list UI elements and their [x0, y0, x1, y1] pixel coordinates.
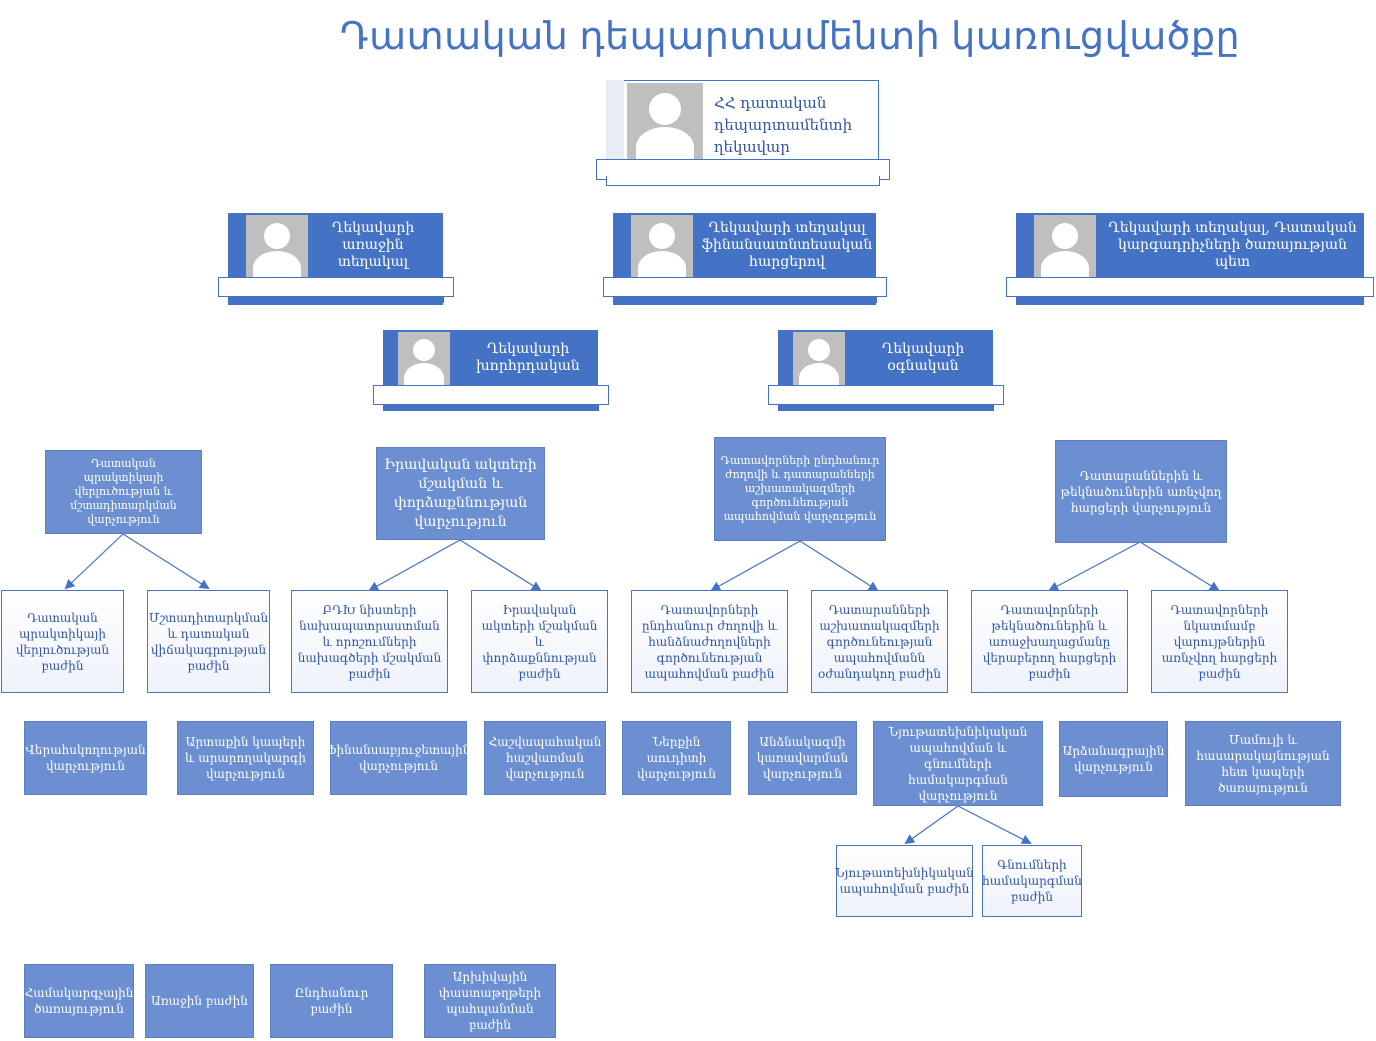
svc-finance: Ֆինանսաբյուջետային վարչություն	[327, 721, 470, 795]
unit-general-division: Ընդհանուր բաժին	[270, 964, 393, 1038]
svc-internal-audit: Ներքին աուդիտի վարչություն	[622, 721, 731, 795]
page-title: Դատական դեպարտամենտի կառուցվածքը	[340, 16, 1241, 58]
card-deputy-bailiffs: Ղեկավարի տեղակալ, Դատական կարգադրիչների …	[1006, 213, 1374, 305]
connector-legal-2	[459, 539, 542, 592]
connector-logistics-2	[957, 805, 1032, 844]
connector-practice-1	[64, 533, 124, 590]
svc-accounting: Հաշվապահական հաշվառման վարչություն	[484, 721, 606, 795]
div-candidates: Դատավորների թեկնածուներին և առաջխաղացման…	[971, 590, 1128, 693]
connector-logistics-1	[904, 805, 959, 845]
div-staff-support: Դատարանների աշխատակազմերի գործունեության…	[811, 590, 948, 693]
first-deputy-label: Ղեկավարի առաջին տեղակալ	[331, 219, 415, 270]
deputy-finance-avatar-icon	[631, 215, 693, 278]
connector-courts-2	[1139, 541, 1220, 592]
deputy-bailiffs-avatar-icon	[1034, 215, 1096, 278]
svc-audit: Վերահսկողության վարչություն	[24, 721, 147, 795]
assistant-label: Ղեկավարի օգնական	[881, 341, 965, 374]
svc-records: Արձանագրային վարչություն	[1059, 721, 1168, 797]
deputy-bailiffs-label: Ղեկավարի տեղակալ, Դատական կարգադրիչների …	[1108, 219, 1357, 270]
div-general-assembly: Դատավորների ընդհանուր ժողովի և հանձնաժող…	[631, 590, 788, 693]
svc-external: Արտաքին կապերի և արարողակարգի վարչությու…	[177, 721, 314, 795]
div-draft-decisions: ԲԴԽ նիստերի նախապատրաստման և որոշումների…	[291, 590, 448, 693]
card-first-deputy: Ղեկավարի առաջին տեղակալ	[218, 213, 454, 305]
advisor-label: Ղեկավարի խորհրդական	[476, 341, 580, 374]
div-legal-expertise: Իրավական ակտերի մշակման և փորձաքննության…	[471, 590, 608, 693]
head-label: ՀՀ դատական դեպարտամենտի ղեկավար	[714, 94, 853, 156]
card-head: ՀՀ դատական դեպարտամենտի ղեկավար	[596, 80, 890, 188]
div-status-rights: Դատավորների նկատմամբ վարույթներին առնչվո…	[1151, 590, 1288, 693]
head-avatar-icon	[627, 83, 703, 160]
card-assistant: Ղեկավարի օգնական	[768, 330, 1004, 414]
assistant-avatar-icon	[793, 332, 845, 387]
unit-first-division: Առաջին բաժին	[145, 964, 254, 1038]
card-deputy-finance: Ղեկավարի տեղակալ ֆինանսատնտեսական հարցեր…	[603, 213, 887, 305]
connector-judges-2	[799, 540, 879, 592]
div-procurement: Գնումների համակարգման բաժին	[982, 845, 1082, 917]
div-monitoring-stats: Մշտադիտարկման և դատական վիճակագրության բ…	[147, 590, 270, 693]
connector-courts-1	[1048, 541, 1141, 591]
unit-coordination: Համակարգչային ծառայություն	[24, 964, 134, 1038]
svc-press: Մամուլի և հասարակայնության հետ կապերի ծա…	[1185, 721, 1341, 806]
svc-personnel: Անձնակազմի կառավարման վարչություն	[748, 721, 857, 795]
dept-judges-general: Դատավորների ընդհանուր ժողովի և դատարաննե…	[714, 437, 886, 541]
dept-practice: Դատական պրակտիկայի վերլուծության և մշտադ…	[45, 450, 202, 534]
connector-judges-1	[710, 540, 801, 591]
card-advisor: Ղեկավարի խորհրդական	[373, 330, 609, 414]
div-material: Նյութատեխնիկական ապահովման բաժին	[835, 845, 974, 917]
deputy-finance-label: Ղեկավարի տեղակալ ֆինանսատնտեսական հարցեր…	[701, 219, 873, 270]
connector-legal-1	[368, 539, 461, 591]
div-practice-analysis: Դատական պրակտիկայի վերլուծության բաժին	[1, 590, 124, 693]
svc-logistics: Նյութատեխնիկական ապահովման և գնումների հ…	[873, 721, 1043, 806]
connector-practice-2	[122, 533, 210, 590]
dept-courts-candidates: Դատարաններին և թեկնածուներին առնչվող հար…	[1055, 440, 1227, 543]
unit-archive: Արխիվային փաստաթղթերի պահպանման բաժին	[424, 964, 556, 1038]
first-deputy-avatar-icon	[246, 215, 308, 278]
dept-legal-acts: Իրավական ակտերի մշակման և փորձաքննության…	[376, 447, 545, 540]
advisor-avatar-icon	[398, 332, 450, 387]
